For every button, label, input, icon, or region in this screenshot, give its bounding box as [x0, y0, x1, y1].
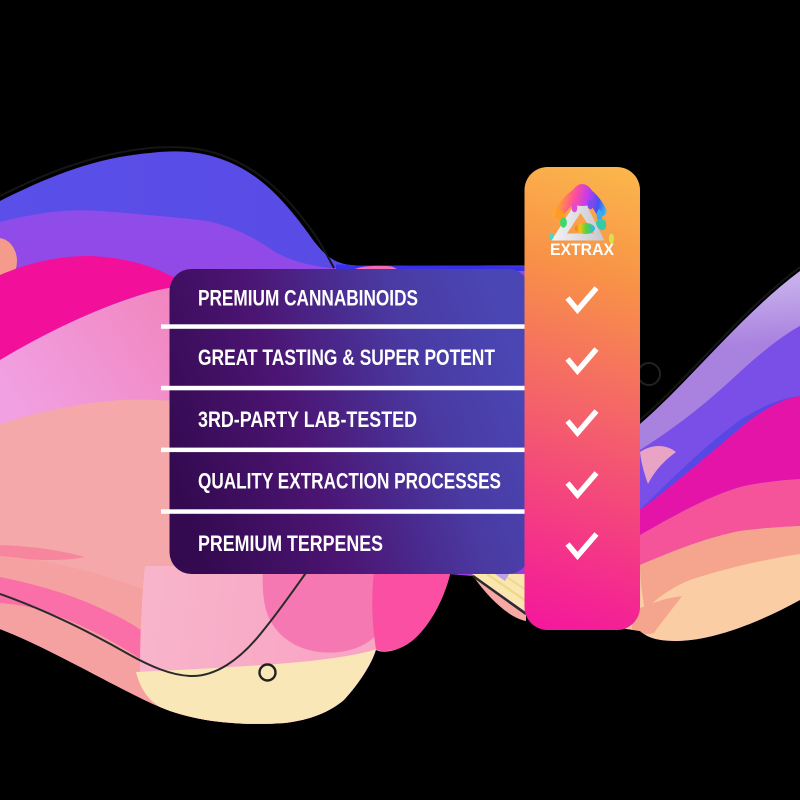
svg-text:3RD-PARTY LAB-TESTED: 3RD-PARTY LAB-TESTED [198, 407, 417, 432]
svg-text:GREAT TASTING & SUPER POTENT: GREAT TASTING & SUPER POTENT [198, 345, 495, 370]
svg-text:QUALITY EXTRACTION PROCESSES: QUALITY EXTRACTION PROCESSES [198, 469, 501, 494]
svg-text:PREMIUM CANNABINOIDS: PREMIUM CANNABINOIDS [198, 286, 418, 311]
svg-text:PREMIUM TERPENES: PREMIUM TERPENES [198, 531, 383, 556]
svg-text:EXTRAX: EXTRAX [550, 241, 614, 259]
